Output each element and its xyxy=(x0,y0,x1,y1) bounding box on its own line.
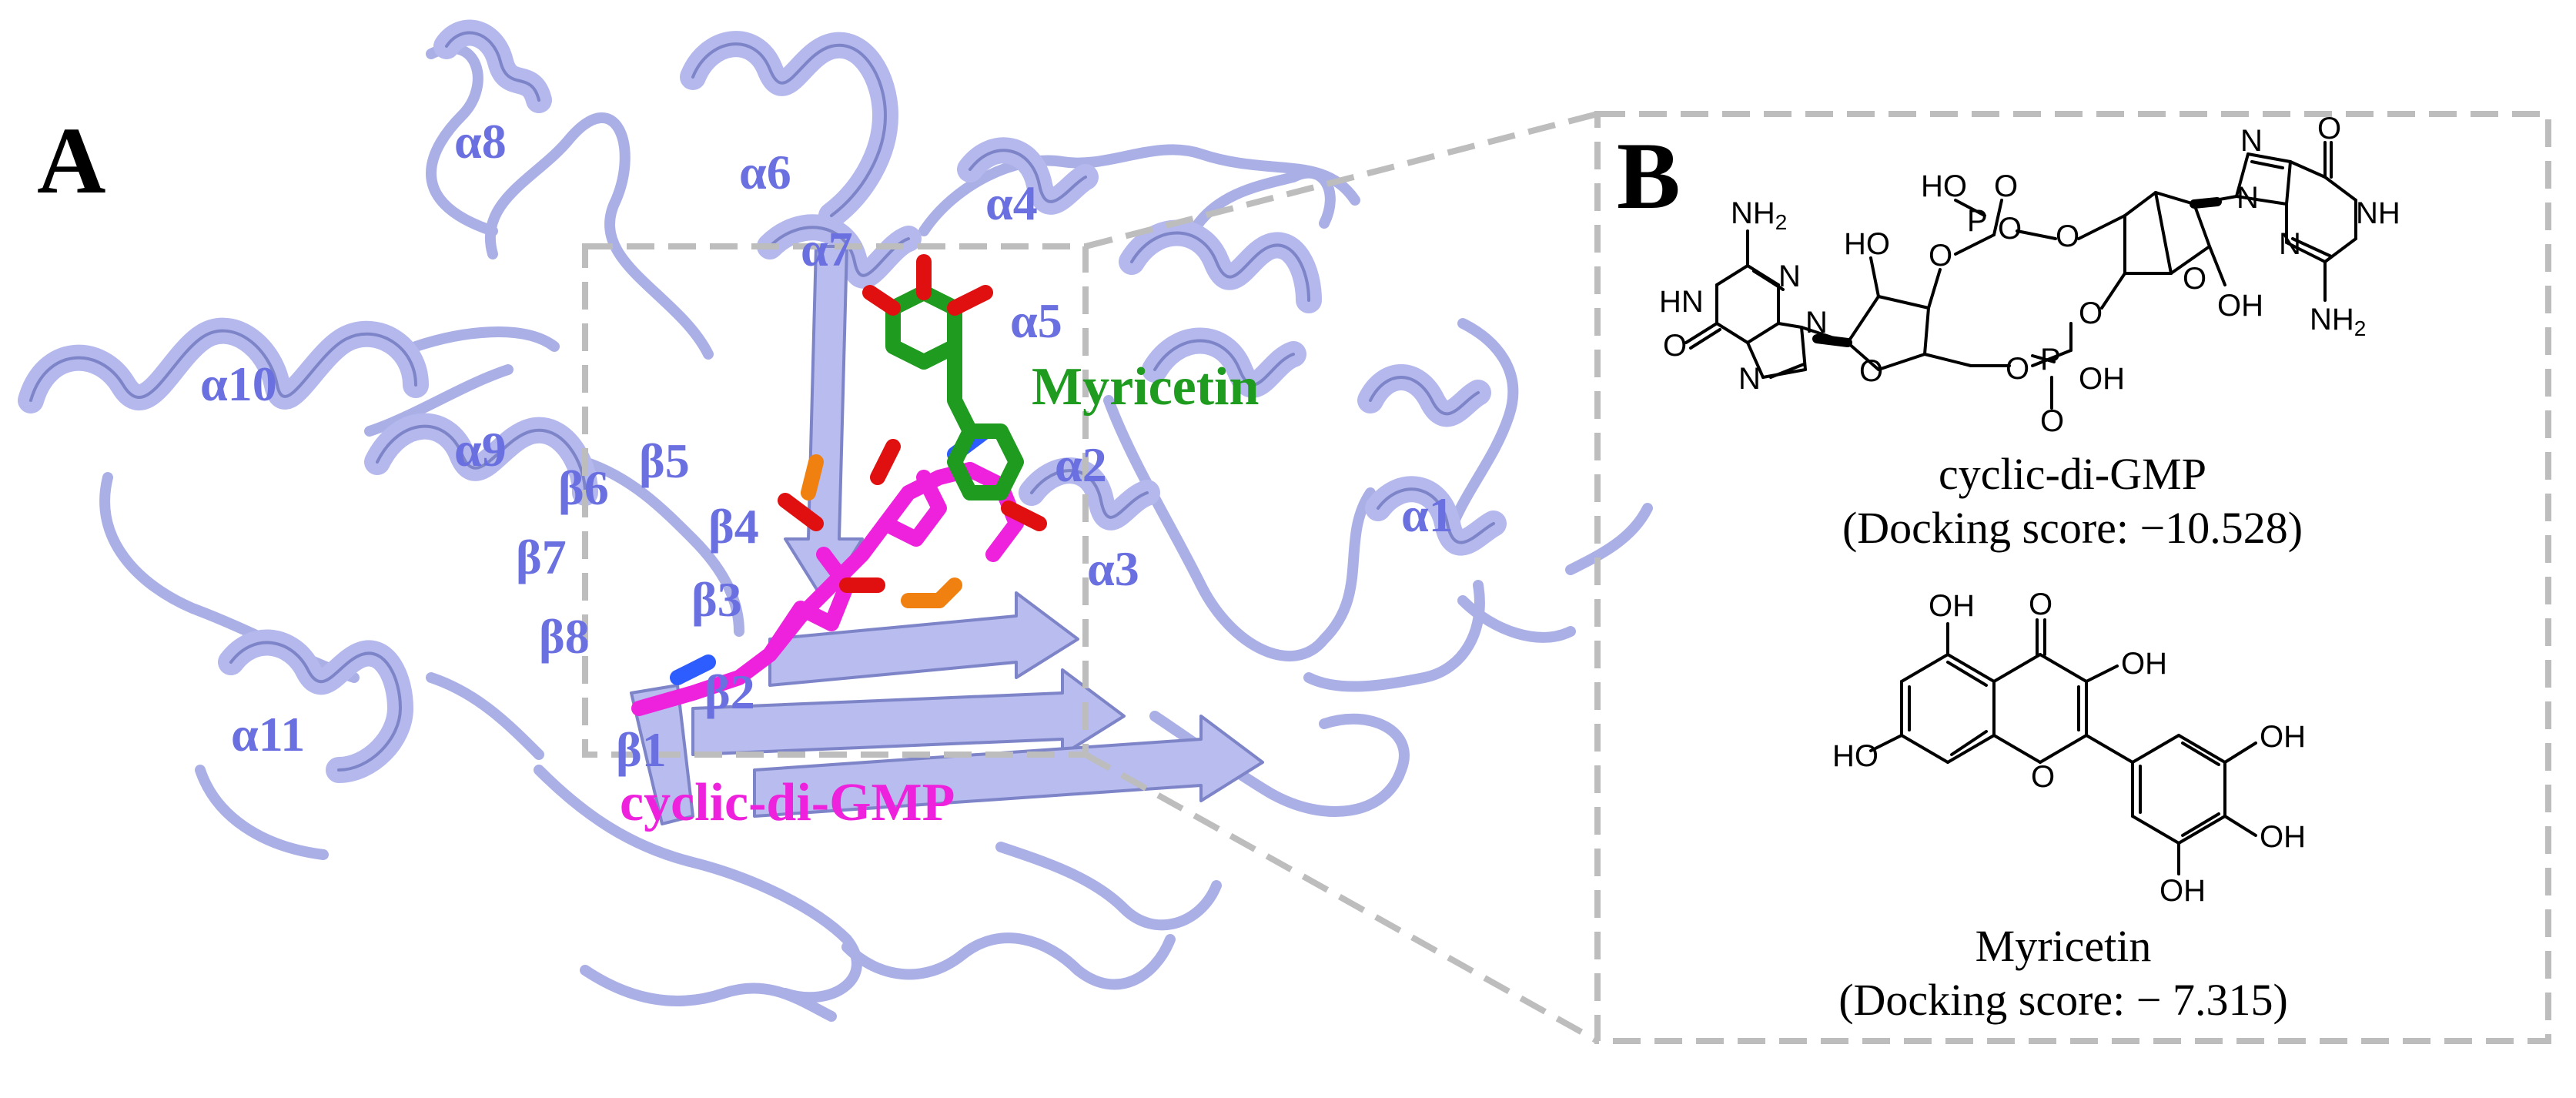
panel-a-letter: A xyxy=(37,108,106,213)
label-strand-3: β3 xyxy=(691,572,742,627)
myr-atom-o-carbonyl: O xyxy=(2029,587,2052,621)
cdg-atom-nh-right: NH xyxy=(2356,196,2400,230)
label-helix-3: α3 xyxy=(1087,541,1139,596)
label-strand-7: β7 xyxy=(516,530,567,584)
protein-helices xyxy=(18,19,1507,783)
label-helix-8: α8 xyxy=(454,114,507,169)
cdg-atom-n-right-3: N xyxy=(2279,227,2301,261)
cdg-atom-ho-left: HO xyxy=(1844,227,1890,261)
cdg-atom-n-left-3: N xyxy=(1805,306,1828,340)
myricetin-structure: OH O OH HO O OH OH OH xyxy=(1832,587,2306,908)
label-helix-5: α5 xyxy=(1010,293,1062,348)
helix-labels: α1 α2 α3 α4 α5 α6 α7 α8 α9 α10 α11 xyxy=(200,114,1454,762)
panel-b: B xyxy=(1594,111,2551,1044)
myr-atom-oh-3: OH xyxy=(2121,647,2167,681)
myricetin-stick-model xyxy=(862,254,1024,500)
cdg-atom-n-left-2: N xyxy=(1738,362,1761,396)
connector-top xyxy=(1084,111,1599,249)
myricetin-label: Myricetin xyxy=(1032,357,1259,417)
cdg-atom-o-left: O xyxy=(1663,329,1687,363)
label-helix-2: α2 xyxy=(1055,437,1107,492)
cdg-atom-o-lower-3: O xyxy=(2079,296,2103,330)
cdg-atom-o-upper-3: O xyxy=(2056,219,2079,253)
cdg-atom-o-ring-left: O xyxy=(1859,354,1883,388)
cdg-atom-ho-upper: HO xyxy=(1921,169,1967,203)
label-helix-1: α1 xyxy=(1401,487,1454,542)
label-helix-11: α11 xyxy=(231,707,305,762)
cdg-atom-p-upper: P xyxy=(1967,204,1988,238)
panel-b-frame xyxy=(1594,111,2551,1044)
cdg-caption: cyclic-di-GMP xyxy=(1939,449,2206,499)
myr-atom-oh-5p: OH xyxy=(2159,874,2206,908)
label-strand-8: β8 xyxy=(539,609,590,664)
cdg-atom-nh2-right: NH2 xyxy=(2310,303,2366,340)
label-helix-10: α10 xyxy=(200,357,277,411)
label-helix-9: α9 xyxy=(454,422,507,477)
cdg-atom-n-right-1: N xyxy=(2236,181,2259,215)
label-strand-5: β5 xyxy=(639,434,690,488)
label-strand-6: β6 xyxy=(558,460,609,515)
cdg-atom-o-ring-right: O xyxy=(2183,262,2206,296)
cdg-atom-nh2-left: NH2 xyxy=(1731,196,1787,234)
cdg-atom-o-upper-1: O xyxy=(1994,169,2018,203)
cdg-atom-o-right: O xyxy=(2317,112,2341,146)
myr-atom-oh-4p: OH xyxy=(2260,820,2306,854)
panel-b-letter: B xyxy=(1617,123,1681,229)
label-strand-2: β2 xyxy=(704,664,755,719)
cdg-atom-n-left-1: N xyxy=(1778,259,1801,293)
cdg-atom-o-lower-1: O xyxy=(2006,352,2029,386)
label-helix-4: α4 xyxy=(985,176,1038,230)
myr-atom-oh-5: OH xyxy=(1929,589,1975,623)
myr-caption: Myricetin xyxy=(1975,921,2152,971)
cdg-atom-p-lower: P xyxy=(2040,343,2061,377)
myr-atom-ho-7: HO xyxy=(1832,739,1878,773)
myr-score: (Docking score: − 7.315) xyxy=(1838,975,2288,1025)
cdg-atom-oh-lower: OH xyxy=(2079,362,2125,396)
label-helix-6: α6 xyxy=(739,145,791,199)
cdg-score: (Docking score: −10.528) xyxy=(1842,503,2303,553)
cdg-label: cyclic-di-GMP xyxy=(620,773,955,832)
panel-a: A xyxy=(18,19,1653,1022)
label-strand-1: β1 xyxy=(616,722,667,777)
myr-atom-oh-3p: OH xyxy=(2260,720,2306,754)
label-helix-7: α7 xyxy=(801,222,853,276)
connector-bottom xyxy=(1084,752,1599,1044)
cdg-atom-hn-left: HN xyxy=(1659,285,1704,319)
cdg-atom-o-upper-2: O xyxy=(1998,212,2022,246)
cdg-structure: NH2 HN N O N N O HO O P HO O O O O P O O… xyxy=(1659,112,2400,438)
cdg-atom-o-left-link: O xyxy=(1929,239,1952,273)
myr-atom-o-ring: O xyxy=(2031,760,2055,794)
strand-labels: β1 β2 β3 β4 β5 β6 β7 β8 xyxy=(516,434,759,777)
cdg-atom-o-lower-2: O xyxy=(2040,404,2064,438)
label-strand-4: β4 xyxy=(708,499,759,554)
cdg-atom-oh-right: OH xyxy=(2217,289,2263,323)
cdg-atom-n-right-2: N xyxy=(2240,124,2263,158)
